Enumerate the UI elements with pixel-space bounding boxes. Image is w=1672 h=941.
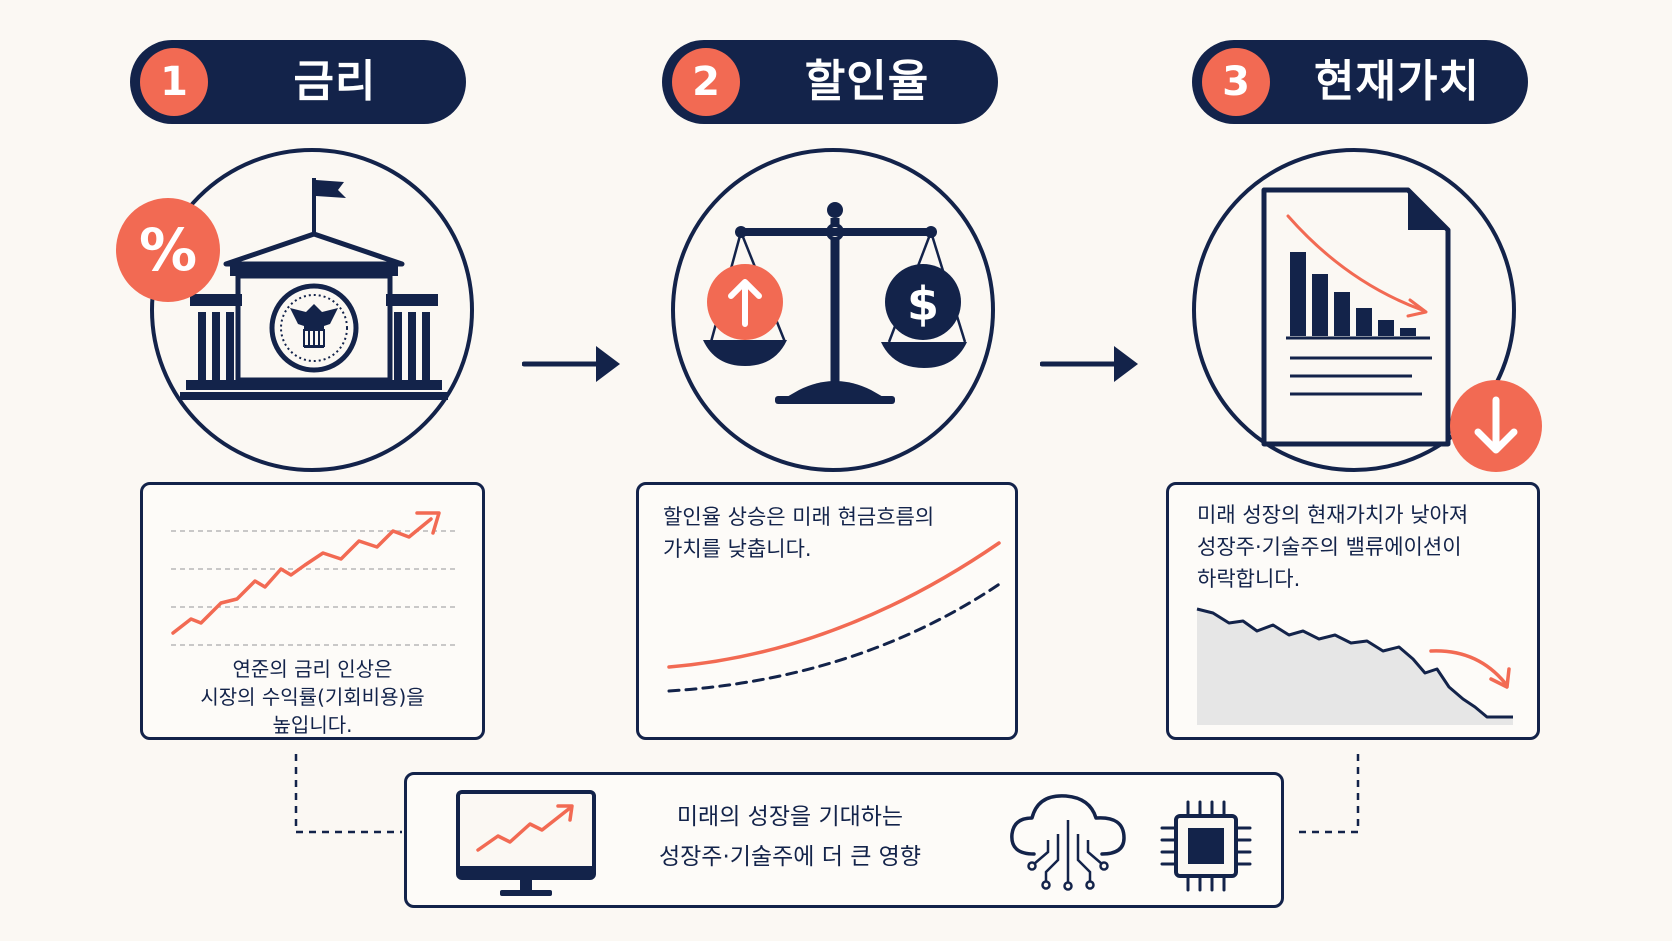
step-1-description-box: 연준의 금리 인상은 시장의 수익률(기회비용)을 높입니다. bbox=[140, 482, 485, 740]
step-2-number: 2 bbox=[672, 48, 740, 116]
growth-monitor-icon bbox=[456, 790, 596, 896]
valuation-decline-chart bbox=[1196, 607, 1513, 725]
step-1-description-line-1: 연준의 금리 인상은 bbox=[232, 657, 393, 681]
left-dashed-connector bbox=[294, 754, 402, 834]
central-bank-icon bbox=[180, 178, 448, 400]
step-3-description-line-2: 성장주·기술주의 밸류에이션이 bbox=[1197, 535, 1462, 559]
step-3-description-box: 미래 성장의 현재가치가 낮아져 성장주·기술주의 밸류에이션이 하락합니다. bbox=[1166, 482, 1540, 740]
down-arrow-icon bbox=[1450, 380, 1542, 472]
step-2-title: 할인율 bbox=[804, 56, 930, 107]
balance-scale-icon: $ bbox=[703, 202, 967, 404]
step-2-icon-circle: $ bbox=[671, 148, 995, 472]
step-3-description-line-1: 미래 성장의 현재가치가 낮아져 bbox=[1197, 503, 1469, 527]
step-1-description-line-3: 높입니다. bbox=[272, 713, 353, 737]
step-2-description-box: 할인율 상승은 미래 현금흐름의 가치를 낮춥니다. bbox=[636, 482, 1018, 740]
step-3-description: 미래 성장의 현재가치가 낮아져 성장주·기술주의 밸류에이션이 하락합니다. bbox=[1197, 499, 1468, 595]
percent-icon: % bbox=[116, 198, 220, 302]
step-1-title: 금리 bbox=[293, 56, 377, 107]
cloud-network-icon bbox=[1010, 794, 1126, 891]
svg-text:%: % bbox=[139, 216, 197, 284]
discount-curve-chart bbox=[667, 541, 1003, 693]
step-3-header: 3 현재가치 bbox=[1192, 40, 1528, 124]
flow-arrow-1-to-2 bbox=[522, 346, 620, 382]
bottom-summary-line-2: 성장주·기술주에 더 큰 영향 bbox=[658, 844, 921, 870]
step-1-number: 1 bbox=[140, 48, 208, 116]
step-1-description: 연준의 금리 인상은 시장의 수익률(기회비용)을 높입니다. bbox=[143, 655, 482, 739]
step-3-number: 3 bbox=[1202, 48, 1270, 116]
step-2-description-line-1: 할인율 상승은 미래 현금흐름의 bbox=[663, 505, 935, 529]
step-1-description-line-2: 시장의 수익률(기회비용)을 bbox=[200, 685, 425, 709]
flow-arrow-2-to-3 bbox=[1040, 346, 1138, 382]
step-1-icon-circle bbox=[150, 148, 474, 472]
rising-yield-chart bbox=[171, 511, 457, 646]
microchip-icon bbox=[1160, 800, 1252, 892]
step-2-description: 할인율 상승은 미래 현금흐름의 가치를 낮춥니다. bbox=[663, 501, 934, 565]
bottom-summary-text: 미래의 성장을 기대하는 성장주·기술주에 더 큰 영향 bbox=[620, 797, 960, 877]
step-3-description-line-3: 하락합니다. bbox=[1197, 567, 1301, 591]
bottom-summary-line-1: 미래의 성장을 기대하는 bbox=[676, 804, 904, 830]
right-dashed-connector bbox=[1296, 754, 1360, 834]
svg-text:$: $ bbox=[907, 277, 939, 331]
step-2-description-line-2: 가치를 낮춥니다. bbox=[663, 537, 812, 561]
step-3-title: 현재가치 bbox=[1314, 56, 1480, 107]
step-2-header: 2 할인율 bbox=[662, 40, 998, 124]
step-1-header: 1 금리 bbox=[130, 40, 466, 124]
declining-report-icon bbox=[1261, 187, 1451, 447]
